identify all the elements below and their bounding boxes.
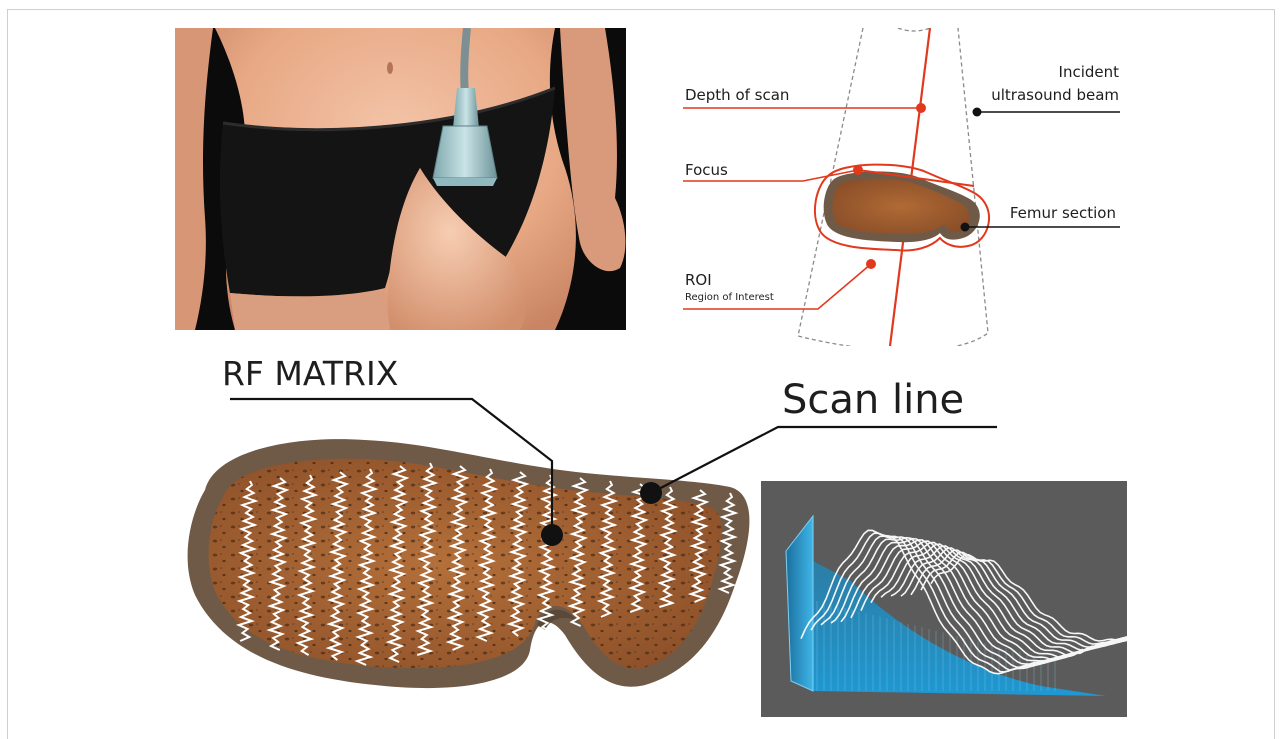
femur-section-annotation: Femur section — [961, 204, 1121, 232]
rf-matrix-label: RF MATRIX — [222, 355, 398, 393]
scan-line-label: Scan line — [782, 377, 964, 423]
femur-section-label: Femur section — [1010, 204, 1116, 222]
focus-label: Focus — [685, 161, 728, 179]
roi-sublabel: Region of Interest — [685, 292, 774, 303]
scan-geometry-diagram: Depth of scan Focus ROI Region of Intere… — [658, 28, 1128, 346]
rf-signal-3d-plot — [761, 481, 1127, 717]
femur-section-graphic — [824, 171, 980, 242]
incident-label-line1: Incident — [1059, 63, 1120, 81]
roi-annotation: ROI Region of Interest — [683, 259, 876, 309]
probe-on-hip-illustration — [175, 28, 626, 330]
roi-label: ROI — [685, 271, 712, 289]
depth-of-scan-annotation: Depth of scan — [683, 86, 926, 113]
incident-beam-annotation: Incident ultrasound beam — [973, 63, 1121, 117]
incident-label-line2: ultrasound beam — [991, 86, 1119, 104]
depth-of-scan-label: Depth of scan — [685, 86, 789, 104]
probe-cable — [464, 28, 467, 93]
